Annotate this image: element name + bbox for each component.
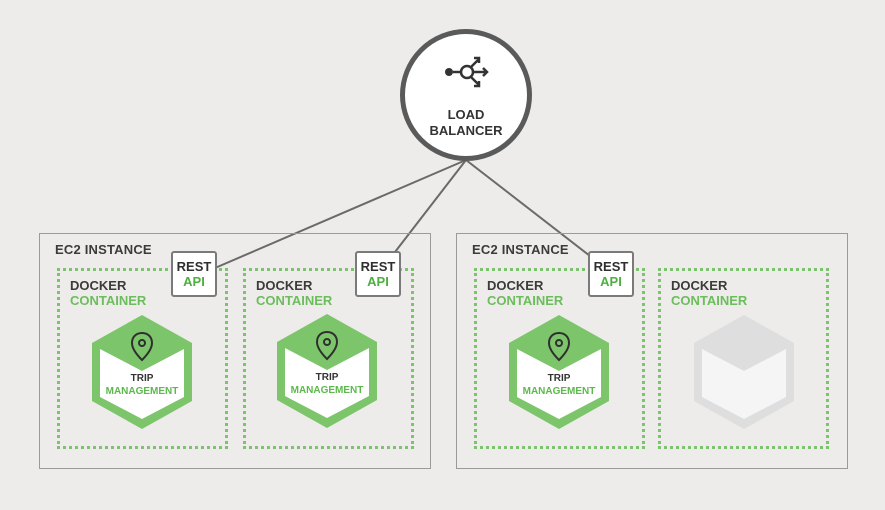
load-balancer-label-line1: LOAD	[447, 107, 485, 122]
hexagon-shape	[509, 315, 609, 429]
map-pin-icon	[130, 331, 154, 362]
docker-container-title: DOCKER	[70, 278, 127, 293]
rest-label: REST	[176, 259, 212, 274]
map-pin-icon	[547, 331, 571, 362]
docker-container: DOCKER CONTAINER	[474, 268, 645, 449]
connector-line	[465, 159, 591, 257]
service-subtitle: MANAGEMENT	[105, 386, 179, 397]
docker-container: DOCKER CONTAINER	[243, 268, 414, 449]
docker-container-subtitle: CONTAINER	[487, 293, 564, 308]
docker-container-title: DOCKER	[671, 278, 728, 293]
rest-label: REST	[593, 259, 629, 274]
api-label: API	[183, 274, 205, 289]
connector-line	[394, 159, 467, 253]
ec2-instance: EC2 INSTANCE	[456, 233, 848, 469]
docker-container-title: DOCKER	[487, 278, 544, 293]
docker-container-title: DOCKER	[256, 278, 313, 293]
api-label: API	[600, 274, 622, 289]
rest-api-box: REST API	[171, 251, 217, 297]
service-subtitle: MANAGEMENT	[290, 385, 364, 396]
hexagon-shape	[92, 315, 192, 429]
empty-cube-icon	[694, 315, 794, 429]
hexagon-shape	[277, 314, 377, 428]
api-label: API	[367, 274, 389, 289]
rest-api-box: REST API	[588, 251, 634, 297]
service-title: TRIP	[315, 372, 339, 383]
docker-container: DOCKER CONTAINER	[57, 268, 228, 449]
load-balancer-label-line2: BALANCER	[429, 123, 503, 138]
ec2-instance-label: EC2 INSTANCE	[55, 242, 152, 257]
service-subtitle: MANAGEMENT	[522, 386, 596, 397]
load-balancer-icon	[445, 56, 489, 88]
trip-management-service: TRIP MANAGEMENT	[505, 313, 613, 431]
trip-management-service: TRIP MANAGEMENT	[88, 313, 196, 431]
docker-container-subtitle: CONTAINER	[671, 293, 748, 308]
service-title: TRIP	[547, 373, 571, 384]
load-balancer: LOAD BALANCER	[400, 29, 532, 161]
docker-container: DOCKER CONTAINER	[658, 268, 829, 449]
service-title: TRIP	[130, 373, 154, 384]
rest-api-box: REST API	[355, 251, 401, 297]
rest-label: REST	[360, 259, 396, 274]
map-pin-icon	[315, 330, 339, 361]
ec2-instance: EC2 INSTANCE	[39, 233, 431, 469]
docker-container-subtitle: CONTAINER	[256, 293, 333, 308]
trip-management-service: TRIP MANAGEMENT	[273, 312, 381, 430]
connector-line	[214, 159, 467, 269]
ec2-instance-label: EC2 INSTANCE	[472, 242, 569, 257]
empty-container-cube	[690, 313, 798, 431]
docker-container-subtitle: CONTAINER	[70, 293, 147, 308]
